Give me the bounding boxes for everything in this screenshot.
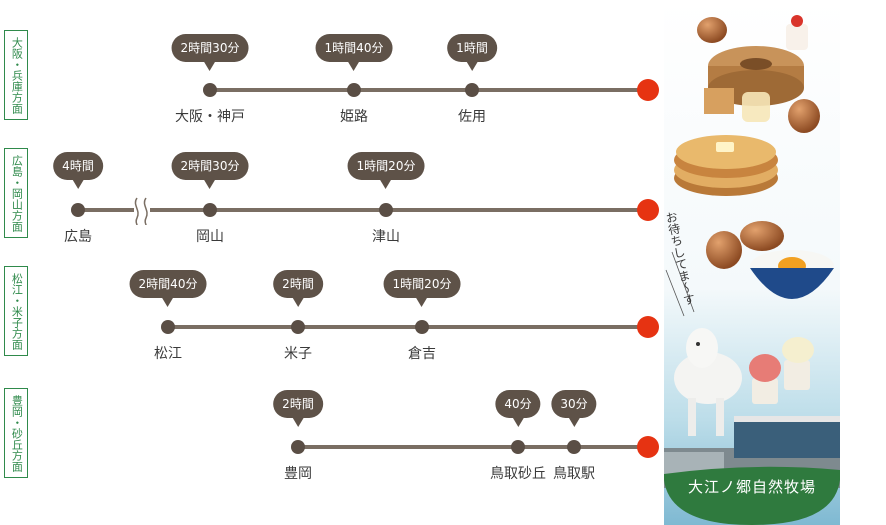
station-name-osaka-kobe: 大阪・神戸 [175, 109, 245, 125]
break-mark-icon [134, 196, 150, 226]
time-bubble-yonago: 2時間 [273, 270, 323, 307]
time-bubble-osaka-kobe: 2時間30分 [171, 34, 249, 71]
station-name-toyooka: 豊岡 [284, 466, 312, 482]
gelato-image [749, 337, 814, 404]
egg-rice-bowl-image [750, 250, 834, 299]
eggs-image [697, 17, 820, 269]
route-label-osaka-hyogo: 大阪・兵庫方面 [4, 30, 28, 120]
station-dot-kurayoshi [415, 320, 429, 334]
destination-dot-4 [637, 436, 659, 458]
station-name-matsue: 松江 [154, 346, 182, 362]
station-name-tottori-station: 鳥取駅 [553, 466, 595, 482]
station-name-tottori-sakyu: 鳥取砂丘 [490, 466, 546, 482]
station-dot-okayama [203, 203, 217, 217]
time-bubble-tottori-station: 30分 [551, 390, 597, 427]
station-name-sayo: 佐用 [458, 109, 486, 125]
route-label-toyooka-sakyu: 豊岡・砂丘方面 [4, 388, 28, 478]
time-bubble-matsue: 2時間40分 [129, 270, 207, 307]
farm-illustration [664, 0, 840, 525]
station-name-kurayoshi: 倉吉 [408, 346, 436, 362]
destination-dot-2 [637, 199, 659, 221]
time-bubble-tsuyama: 1時間20分 [347, 152, 425, 189]
station-dot-himeji [347, 83, 361, 97]
route-line-matsue [168, 325, 650, 329]
destination-name: 大江ノ郷自然牧場 [687, 478, 816, 496]
time-bubble-himeji: 1時間40分 [315, 34, 393, 71]
station-name-tsuyama: 津山 [372, 229, 400, 245]
station-dot-tsuyama [379, 203, 393, 217]
baumkuchen-image [704, 15, 808, 122]
station-name-okayama: 岡山 [196, 229, 224, 245]
destination-dot-1 [637, 79, 659, 101]
route-line-hiroshima [78, 208, 650, 212]
station-dot-tottori-station [567, 440, 581, 454]
route-line-osaka [210, 88, 650, 92]
destination-dot-3 [637, 316, 659, 338]
route-label-matsue-yonago: 松江・米子方面 [4, 266, 28, 356]
goat-image [674, 328, 742, 436]
station-dot-toyooka [291, 440, 305, 454]
station-dot-hiroshima [71, 203, 85, 217]
station-dot-osaka-kobe [203, 83, 217, 97]
station-dot-matsue [161, 320, 175, 334]
station-name-hiroshima: 広島 [64, 229, 92, 245]
route-line-toyooka [298, 445, 650, 449]
route-label-hiroshima-okayama: 広島・岡山方面 [4, 148, 28, 238]
station-dot-yonago [291, 320, 305, 334]
time-bubble-okayama: 2時間30分 [171, 152, 249, 189]
pancake-image [674, 135, 778, 196]
time-bubble-toyooka: 2時間 [273, 390, 323, 427]
station-dot-sayo [465, 83, 479, 97]
time-bubble-tottori-sakyu: 40分 [495, 390, 541, 427]
time-bubble-sayo: 1時間 [447, 34, 497, 71]
time-bubble-kurayoshi: 1時間20分 [383, 270, 461, 307]
time-bubble-hiroshima: 4時間 [53, 152, 103, 189]
station-name-yonago: 米子 [284, 346, 312, 362]
station-dot-tottori-sakyu [511, 440, 525, 454]
station-name-himeji: 姫路 [340, 109, 368, 125]
